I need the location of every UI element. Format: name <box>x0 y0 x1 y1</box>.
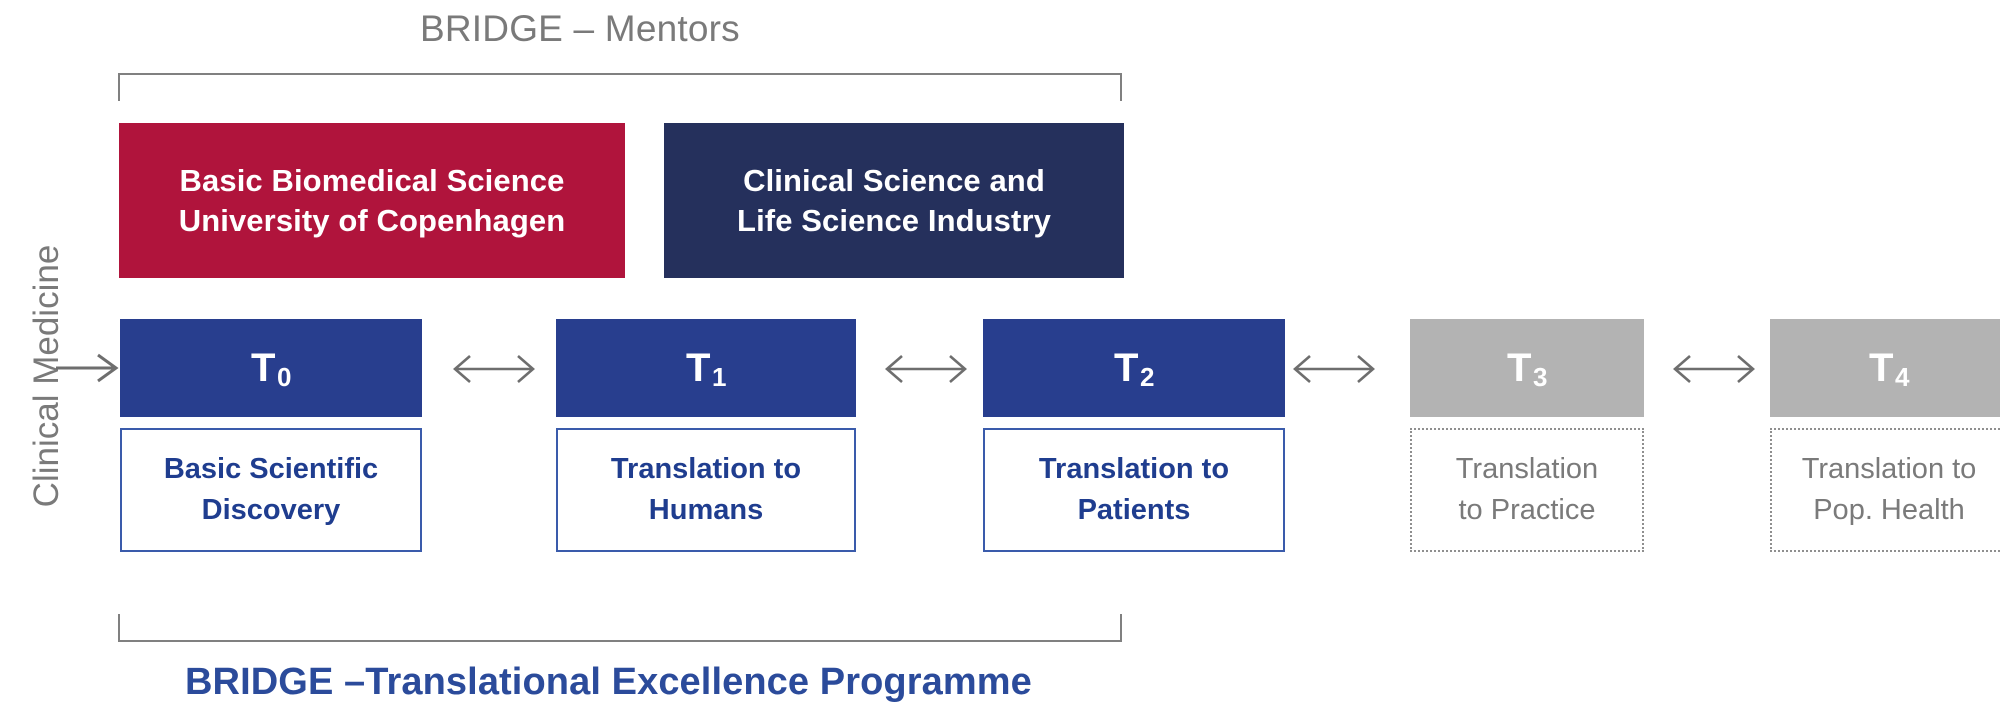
stage-line-1: Basic Scientific <box>163 452 379 485</box>
top-title: BRIDGE – Mentors <box>420 8 740 49</box>
arrow-left-right-icon <box>880 352 972 386</box>
stage-code: T <box>1114 345 1139 390</box>
stage-code: T <box>1507 345 1532 390</box>
stage-line-2: Pop. Health <box>1813 494 1965 526</box>
arrow-right-icon <box>56 352 122 384</box>
mentor-box-basic-biomedical-science[interactable]: Basic Biomedical Science University of C… <box>119 123 625 278</box>
stage-line-1: Translation to <box>1801 452 1977 485</box>
stage-body-t4: Translation to Pop. Health <box>1770 428 2000 552</box>
arrow-left-right-icon <box>1288 352 1380 386</box>
stage-code: T <box>1869 345 1894 390</box>
mentor-line-1: Clinical Science and <box>743 162 1045 198</box>
mentors-bracket <box>118 73 1122 101</box>
stage-body-t1: Translation to Humans <box>556 428 856 552</box>
stage-body-t2: Translation to Patients <box>983 428 1285 552</box>
stage-line-1: Translation <box>1455 452 1599 485</box>
stage-code: T <box>251 345 276 390</box>
stage-code: T <box>686 345 711 390</box>
arrow-left-right-icon <box>1668 352 1760 386</box>
mentor-box-clinical-science-industry[interactable]: Clinical Science and Life Science Indust… <box>664 123 1124 278</box>
bottom-caption: BRIDGE –Translational Excellence Program… <box>185 661 1032 703</box>
mentor-line-2: University of Copenhagen <box>178 202 566 238</box>
stage-line-2: Patients <box>1077 494 1191 526</box>
mentor-box-text: Basic Biomedical Science University of C… <box>169 161 576 240</box>
mentor-line-1: Basic Biomedical Science <box>179 162 565 198</box>
stage-line-2: to Practice <box>1458 494 1596 526</box>
arrow-left-right-icon <box>448 352 540 386</box>
stage-body-t3: Translation to Practice <box>1410 428 1644 552</box>
mentor-line-2: Life Science Industry <box>737 202 1051 238</box>
programme-bracket <box>118 614 1122 642</box>
stage-line-2: Humans <box>648 494 764 526</box>
stage-line-2: Discovery <box>201 494 341 526</box>
mentor-box-text: Clinical Science and Life Science Indust… <box>727 161 1061 240</box>
stage-line-1: Translation to <box>610 452 802 485</box>
stage-line-1: Translation to <box>1038 452 1230 485</box>
